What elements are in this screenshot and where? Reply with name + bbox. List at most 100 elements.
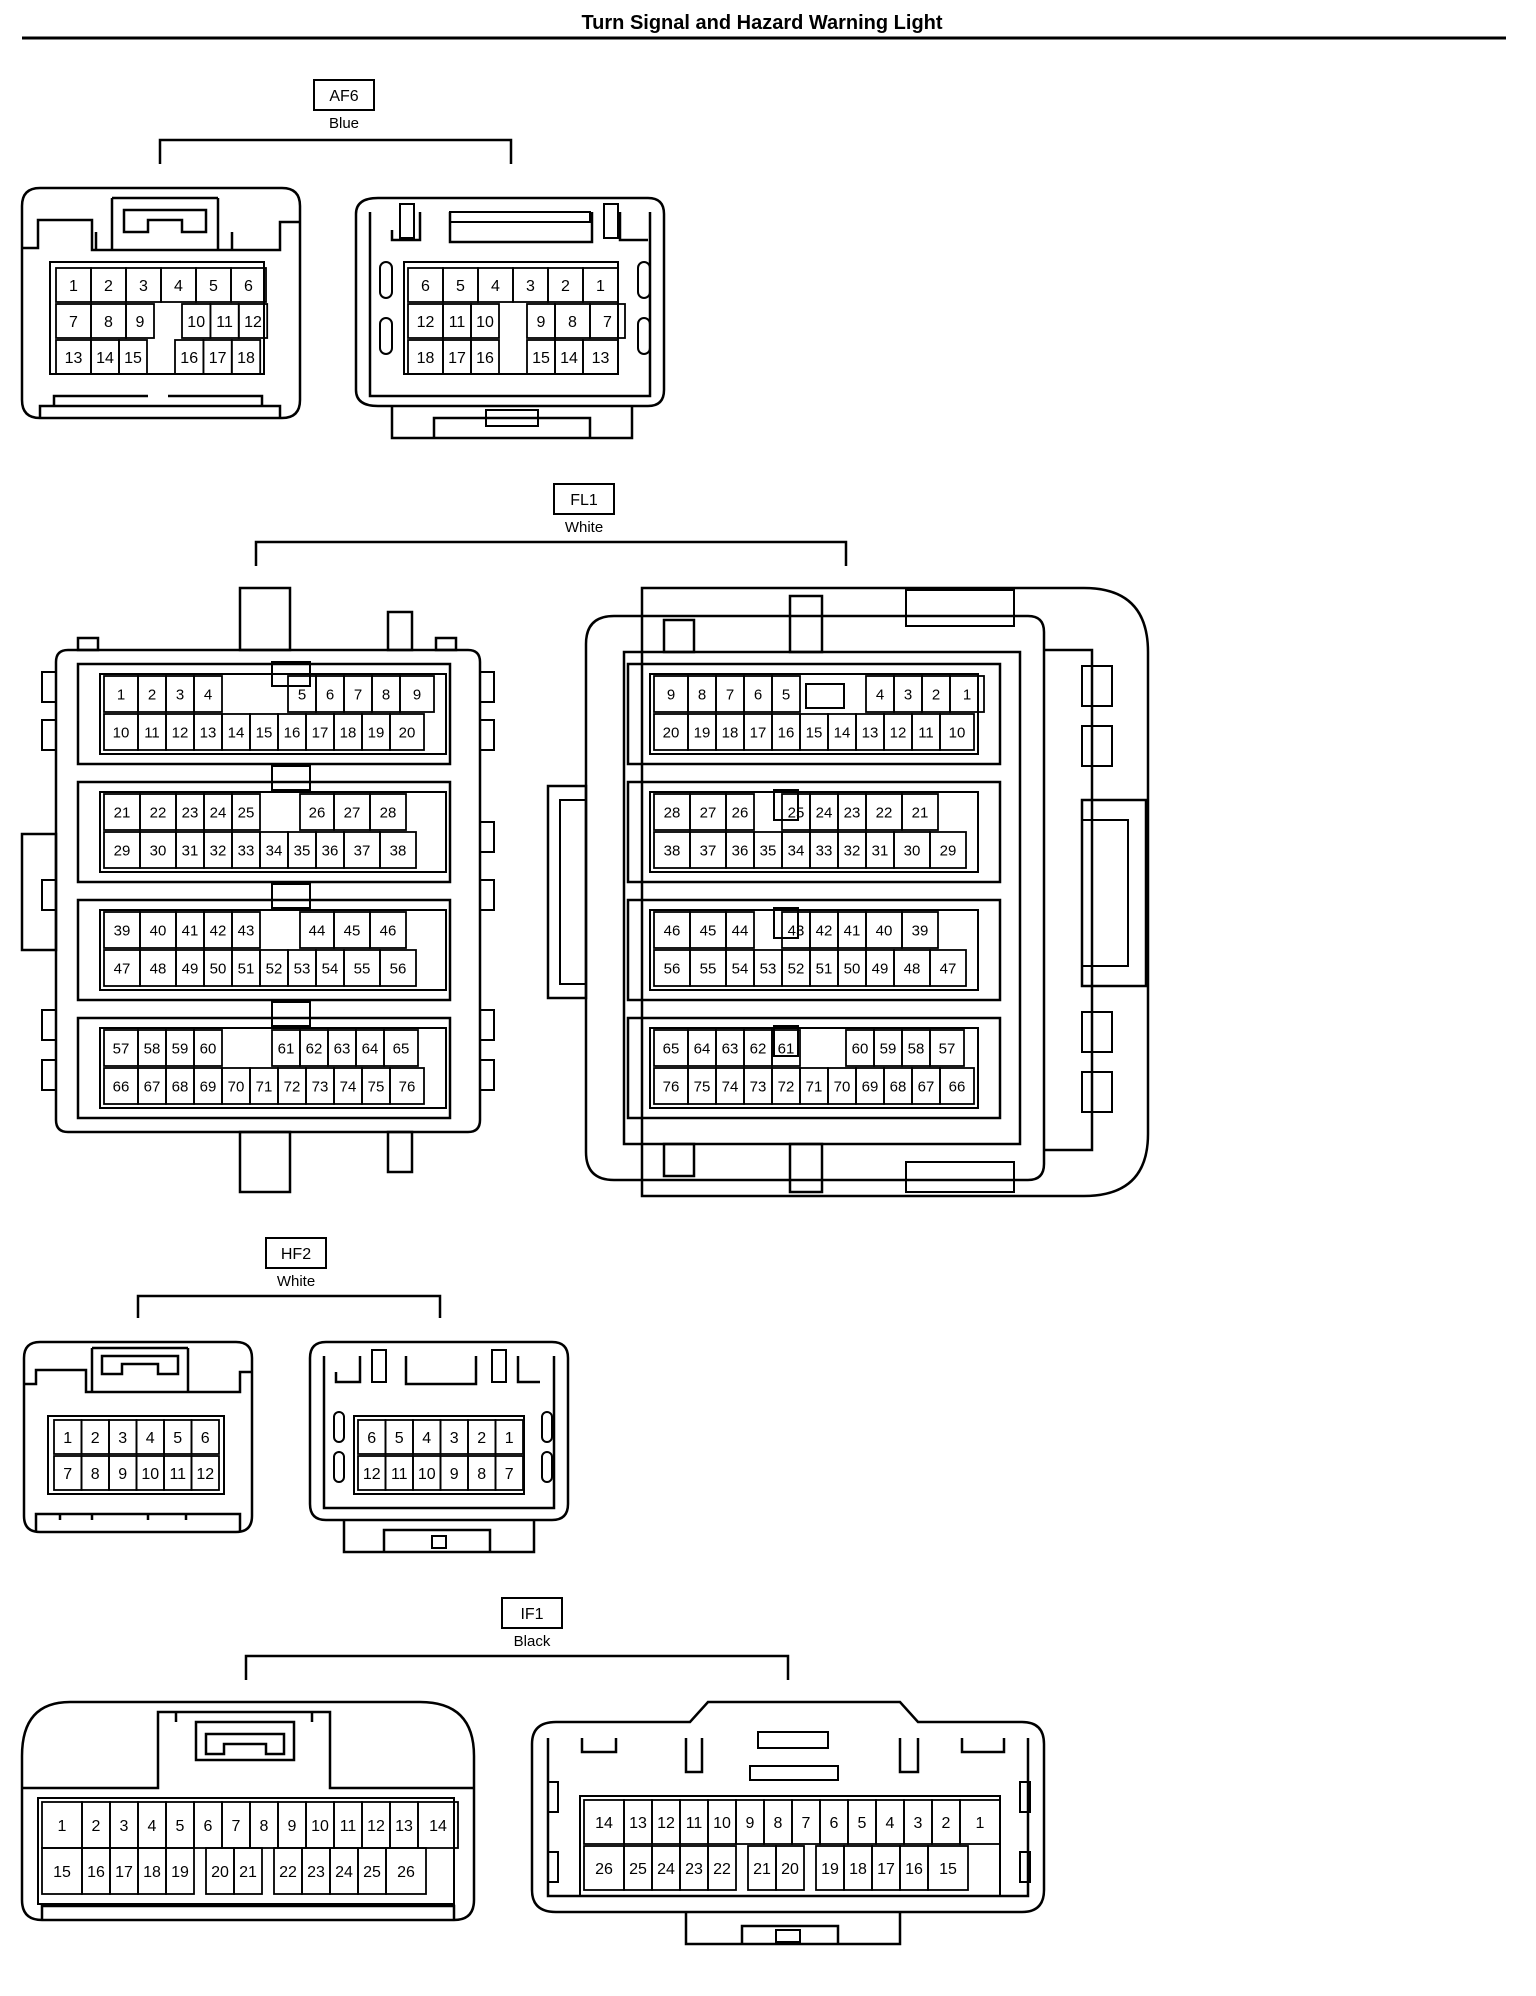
pin-number: 75 [694, 1078, 711, 1095]
block-key [271, 1001, 311, 1027]
pin-cell: 18 [230, 339, 262, 375]
housing-outline [354, 196, 666, 408]
side-rib [41, 1059, 57, 1091]
block-inner [99, 791, 447, 873]
pin-number: 32 [844, 842, 861, 859]
pin-outline [929, 949, 967, 987]
pin-cell: 76 [389, 1067, 425, 1105]
latch [122, 208, 208, 234]
pin-number: 9 [537, 314, 546, 331]
pin-number: 40 [150, 922, 167, 939]
pin-number: 62 [306, 1040, 323, 1057]
pin-cell: 15 [249, 713, 279, 751]
pin-cell: 59 [165, 1029, 195, 1067]
pin-cell: 21 [747, 1845, 777, 1891]
pin-cell: 30 [893, 831, 931, 869]
pin-cell: 2 [467, 1419, 497, 1455]
pin-cell: 16 [771, 713, 801, 751]
connector-color: White [565, 519, 603, 536]
pin-number: 58 [908, 1040, 925, 1057]
pin-field [403, 261, 619, 375]
pin-number: 6 [367, 1430, 376, 1447]
pin-cell: 8 [371, 675, 401, 713]
pin-number: 16 [180, 350, 198, 367]
pin-number: 4 [146, 1430, 155, 1447]
bottom-lock [342, 1520, 536, 1554]
pin-cell: 13 [623, 1799, 653, 1845]
block-outline [626, 662, 1002, 766]
pin-number: 24 [210, 804, 227, 821]
pin-number: 66 [949, 1078, 966, 1095]
block-inner [649, 909, 979, 991]
pin-cell: 15 [927, 1845, 969, 1891]
pin-outline [470, 339, 500, 375]
pin-outline [725, 793, 755, 831]
pin-number: 60 [852, 1040, 869, 1057]
pin-cell: 58 [137, 1029, 167, 1067]
pin-cell: 1 [103, 675, 139, 713]
pin-cell: 15 [41, 1847, 83, 1895]
pin-cell: 4 [875, 1799, 905, 1845]
pin-cell: 39 [103, 911, 141, 949]
pin-number: 12 [363, 1466, 381, 1483]
lock-tab [485, 409, 539, 427]
pin-cell: 62 [299, 1029, 329, 1067]
pin-cell: 55 [343, 949, 381, 987]
pin-cell: 66 [939, 1067, 975, 1105]
pin-outline [230, 267, 267, 303]
pin-number: 5 [858, 1815, 867, 1832]
pin-number: 23 [844, 804, 861, 821]
pin-number: 12 [417, 314, 435, 331]
pin-number: 51 [238, 960, 255, 977]
pin-cell: 64 [355, 1029, 385, 1067]
pin-number: 49 [872, 960, 889, 977]
pin-number: 57 [113, 1040, 130, 1057]
pin-number: 67 [144, 1078, 161, 1095]
pin-number: 4 [876, 686, 884, 703]
pin-cell: 57 [929, 1029, 965, 1067]
pin-number: 18 [340, 724, 357, 741]
pin-cell: 46 [369, 911, 407, 949]
pin-number: 26 [309, 804, 326, 821]
latch [204, 1732, 286, 1756]
pin-number: 18 [417, 350, 435, 367]
pin-cell: 5 [165, 1801, 195, 1849]
pin-cell: 40 [865, 911, 903, 949]
pin-cell: 12 [361, 1801, 391, 1849]
pin-outline [230, 339, 262, 375]
pin-cell: 3 [439, 1419, 469, 1455]
block-inner [649, 791, 979, 873]
housing-outline [54, 648, 482, 1134]
pin-number: 3 [526, 278, 535, 295]
pin-number: 7 [69, 314, 78, 331]
pin-number: 9 [288, 1818, 297, 1835]
pin-number: 7 [63, 1466, 72, 1483]
pin-cell: 24 [203, 793, 233, 831]
pin-cell: 50 [837, 949, 867, 987]
pin-cell: 1 [53, 1419, 83, 1455]
pin-cell: 18 [843, 1845, 873, 1891]
pin-outline [231, 793, 261, 831]
pin-number: 45 [344, 922, 361, 939]
pin-number: 10 [418, 1466, 436, 1483]
pin-outline [707, 1845, 737, 1891]
pin-cell: 34 [259, 831, 289, 869]
pin-number: 8 [382, 686, 390, 703]
pin-cell: 19 [687, 713, 717, 751]
pin-number: 25 [629, 1861, 647, 1878]
side-rib [479, 1009, 495, 1041]
pin-number: 73 [312, 1078, 329, 1095]
pin-cell: 47 [929, 949, 967, 987]
pin-outline [771, 675, 801, 713]
pin-number: 65 [663, 1040, 680, 1057]
pin-number: 28 [380, 804, 397, 821]
connector-color: Black [514, 1633, 551, 1650]
pin-number: 25 [788, 804, 805, 821]
pin-number: 10 [113, 724, 130, 741]
pin-cell: 73 [305, 1067, 335, 1105]
